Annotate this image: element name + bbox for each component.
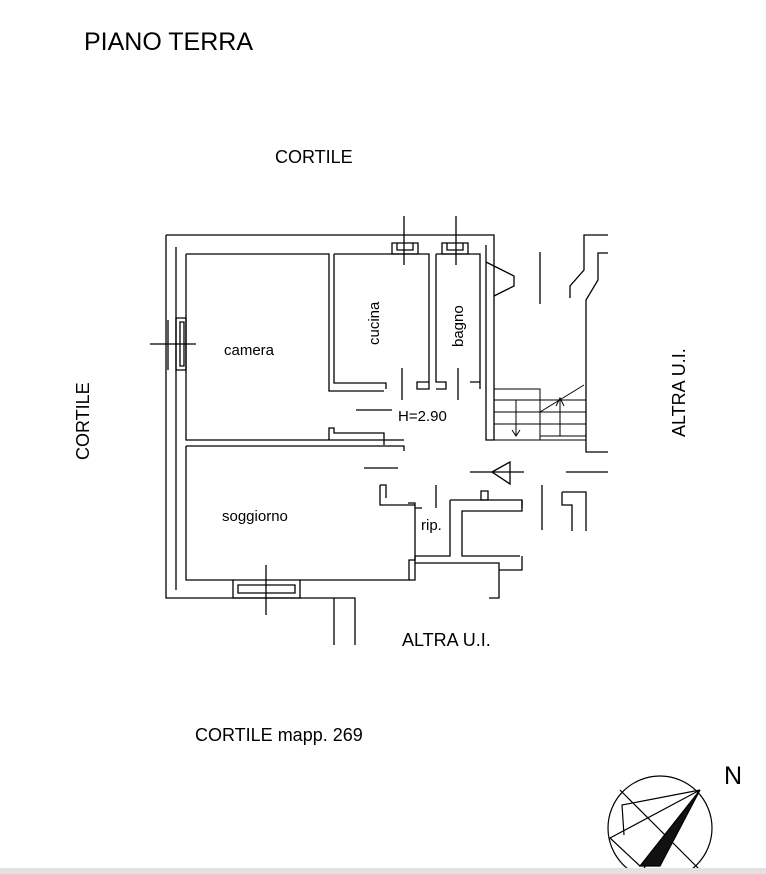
cucina-vent [391,216,419,265]
rip-walls [414,499,523,599]
compass-north-label: N [724,762,743,790]
door-marks [356,368,459,469]
label-top-courtyard: CORTILE [275,147,353,167]
compass-rose [607,775,713,874]
plan-title: PIANO TERRA [84,28,254,56]
staircase [486,384,586,441]
camera-window [150,317,196,371]
room-label-soggiorno: soggiorno [222,508,288,525]
entrance-arrow [470,460,524,486]
cucina-walls [333,253,430,390]
bottom-wall [409,563,416,581]
bottom-margin-strip [0,868,766,874]
camera-walls [185,253,404,445]
bagno-walls [435,245,495,441]
label-parcel: CORTILE mapp. 269 [195,725,363,745]
ceiling-height-label: H=2.90 [398,408,447,425]
partition-walls [379,484,437,508]
small-block [480,490,489,501]
room-label-camera: camera [224,342,275,359]
room-label-ripostiglio: rip. [421,517,442,534]
bagno-vent [441,216,469,265]
soggiorno-window [232,565,301,615]
right-wall-fragments [521,471,608,531]
label-bottom-other-unit: ALTRA U.I. [402,630,491,650]
stair-walls [485,234,608,453]
soggiorno-walls [185,445,416,581]
